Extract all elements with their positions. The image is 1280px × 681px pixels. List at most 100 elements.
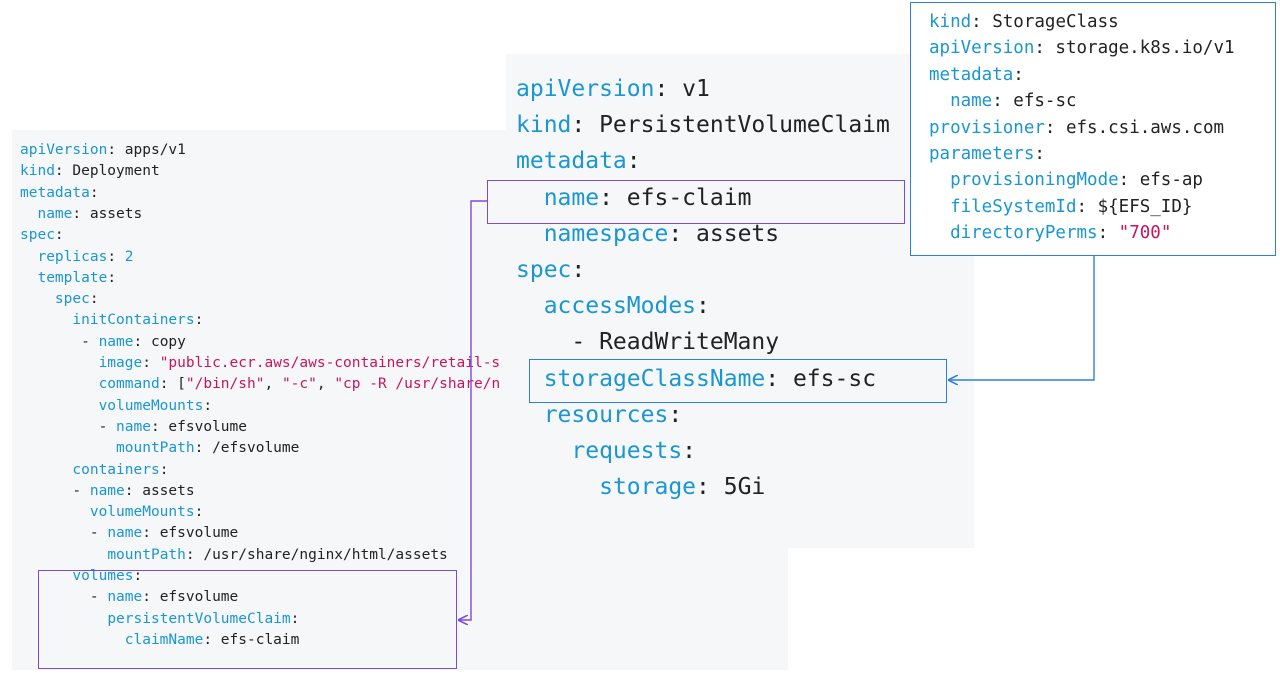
yaml-value: : copy bbox=[133, 333, 186, 350]
storageclass-line: kind: StorageClass bbox=[929, 12, 1119, 32]
yaml-value: : efs-ap bbox=[1118, 170, 1203, 191]
storageclass-line: provisioningMode: efs-ap bbox=[929, 170, 1203, 190]
yaml-value bbox=[20, 462, 72, 478]
yaml-key: apiVersion bbox=[20, 142, 108, 158]
yaml-value: , bbox=[316, 376, 335, 393]
deployment-line: image: "public.ecr.aws/aws-containers/re… bbox=[20, 355, 501, 371]
yaml-key: kind bbox=[516, 112, 572, 139]
yaml-key: name bbox=[37, 205, 73, 222]
yaml-key: storage bbox=[599, 474, 697, 501]
yaml-key: image bbox=[98, 355, 143, 371]
yaml-value: : bbox=[203, 397, 213, 414]
storageclass-yaml-panel: kind: StorageClass apiVersion: storage.k8… bbox=[910, 2, 1276, 256]
pvc-line: storageClassName: efs-sc bbox=[516, 366, 876, 392]
deployment-line: spec: bbox=[20, 227, 64, 243]
yaml-value: - bbox=[20, 418, 117, 435]
deployment-line: - name: efsvolume bbox=[20, 525, 238, 541]
yaml-value bbox=[929, 223, 950, 243]
deployment-line: metadata: bbox=[20, 185, 99, 201]
yaml-key: spec bbox=[54, 291, 90, 308]
yaml-key: provisioningMode bbox=[950, 170, 1119, 191]
yaml-key: spec bbox=[20, 227, 55, 244]
yaml-key: name bbox=[950, 91, 993, 112]
yaml-value: : bbox=[696, 293, 710, 320]
pvc-line: name: efs-claim bbox=[516, 184, 752, 211]
yaml-key: metadata bbox=[929, 64, 1014, 85]
storageclass-line: provisioner: efs.csi.aws.com bbox=[929, 118, 1224, 138]
yaml-key: command bbox=[98, 376, 160, 393]
storageclass-line: apiVersion: storage.k8s.io/v1 bbox=[929, 38, 1235, 58]
yaml-value: : PersistentVolumeClaim bbox=[571, 112, 890, 139]
yaml-value bbox=[20, 504, 90, 520]
yaml-key: name bbox=[543, 184, 600, 211]
yaml-value bbox=[929, 170, 950, 190]
yaml-value: : bbox=[89, 291, 99, 308]
deployment-line: - name: efsvolume bbox=[20, 419, 247, 435]
pvc-line: kind: PersistentVolumeClaim bbox=[516, 112, 890, 138]
yaml-value: : efsvolume bbox=[142, 525, 239, 542]
storageclass-line: directoryPerms: "700" bbox=[929, 223, 1171, 243]
yaml-value: : bbox=[194, 504, 204, 521]
deployment-line: command: ["/bin/sh", "-c", "cp -R /usr/s… bbox=[20, 376, 501, 393]
yaml-key: mountPath bbox=[116, 440, 195, 457]
yaml-key: mountPath bbox=[107, 546, 186, 563]
pvc-line: - ReadWriteMany bbox=[516, 329, 779, 355]
deployment-line: replicas: 2 bbox=[20, 248, 134, 265]
yaml-value: : Deployment bbox=[54, 163, 160, 180]
yaml-value: : bbox=[142, 355, 160, 371]
yaml-value: : efs-claim bbox=[599, 184, 752, 211]
yaml-value: : bbox=[194, 312, 204, 329]
yaml-key: apiVersion bbox=[929, 38, 1035, 59]
deployment-line: volumeMounts: bbox=[20, 504, 204, 521]
yaml-value bbox=[20, 312, 72, 328]
yaml-string: "700" bbox=[1118, 223, 1172, 244]
deployment-line: - name: efsvolume bbox=[20, 589, 238, 605]
yaml-value bbox=[20, 249, 37, 265]
yaml-value: : bbox=[1034, 144, 1045, 164]
pvc-line: accessModes: bbox=[516, 293, 710, 319]
yaml-string: "public.ecr.aws/aws-containers/retail-s bbox=[159, 355, 501, 371]
yaml-key: persistentVolumeClaim bbox=[107, 610, 291, 627]
yaml-key: name bbox=[107, 589, 143, 606]
yaml-value bbox=[929, 197, 950, 217]
yaml-value: : /usr/share/nginx/html/assets bbox=[185, 546, 448, 563]
yaml-key: apiVersion bbox=[516, 76, 655, 102]
pvc-name-highlight bbox=[487, 180, 905, 224]
yaml-value bbox=[20, 376, 99, 392]
yaml-value: : assets bbox=[124, 482, 195, 499]
yaml-key: kind bbox=[20, 163, 55, 180]
yaml-key: fileSystemId bbox=[950, 196, 1077, 217]
yaml-key: metadata bbox=[20, 184, 90, 201]
yaml-value: : assets bbox=[668, 220, 780, 247]
pvc-line: spec: bbox=[516, 257, 585, 283]
deployment-line: persistentVolumeClaim: bbox=[20, 611, 299, 627]
yaml-value bbox=[516, 402, 544, 428]
yaml-key: volumes bbox=[72, 568, 134, 584]
yaml-key: claimName bbox=[124, 631, 204, 648]
yaml-value: : bbox=[107, 269, 117, 286]
yaml-value: : v1 bbox=[654, 76, 710, 102]
yaml-value: : efsvolume bbox=[150, 418, 247, 435]
yaml-value: : storage.k8s.io/v1 bbox=[1034, 38, 1235, 59]
yaml-key: name bbox=[98, 333, 134, 350]
deployment-line: spec: bbox=[20, 291, 99, 307]
yaml-key: namespace bbox=[543, 220, 669, 247]
yaml-key: parameters bbox=[929, 144, 1035, 164]
deployment-line: initContainers: bbox=[20, 312, 203, 328]
yaml-value bbox=[20, 440, 116, 456]
yaml-value bbox=[20, 355, 99, 371]
yaml-value bbox=[20, 547, 107, 563]
yaml-key: name bbox=[116, 418, 151, 435]
yaml-value bbox=[516, 474, 599, 500]
yaml-key: accessModes bbox=[543, 293, 697, 320]
yaml-value: : efs.csi.aws.com bbox=[1044, 117, 1225, 138]
yaml-value: : bbox=[133, 568, 143, 584]
yaml-key: provisioner bbox=[929, 117, 1045, 138]
yaml-value: : bbox=[1097, 223, 1119, 244]
yaml-value: - bbox=[20, 589, 108, 606]
yaml-number: 2 bbox=[124, 248, 134, 265]
yaml-value bbox=[20, 291, 55, 307]
yaml-key: resources bbox=[543, 401, 669, 428]
yaml-value bbox=[516, 438, 571, 464]
pvc-line: namespace: assets bbox=[516, 221, 779, 247]
